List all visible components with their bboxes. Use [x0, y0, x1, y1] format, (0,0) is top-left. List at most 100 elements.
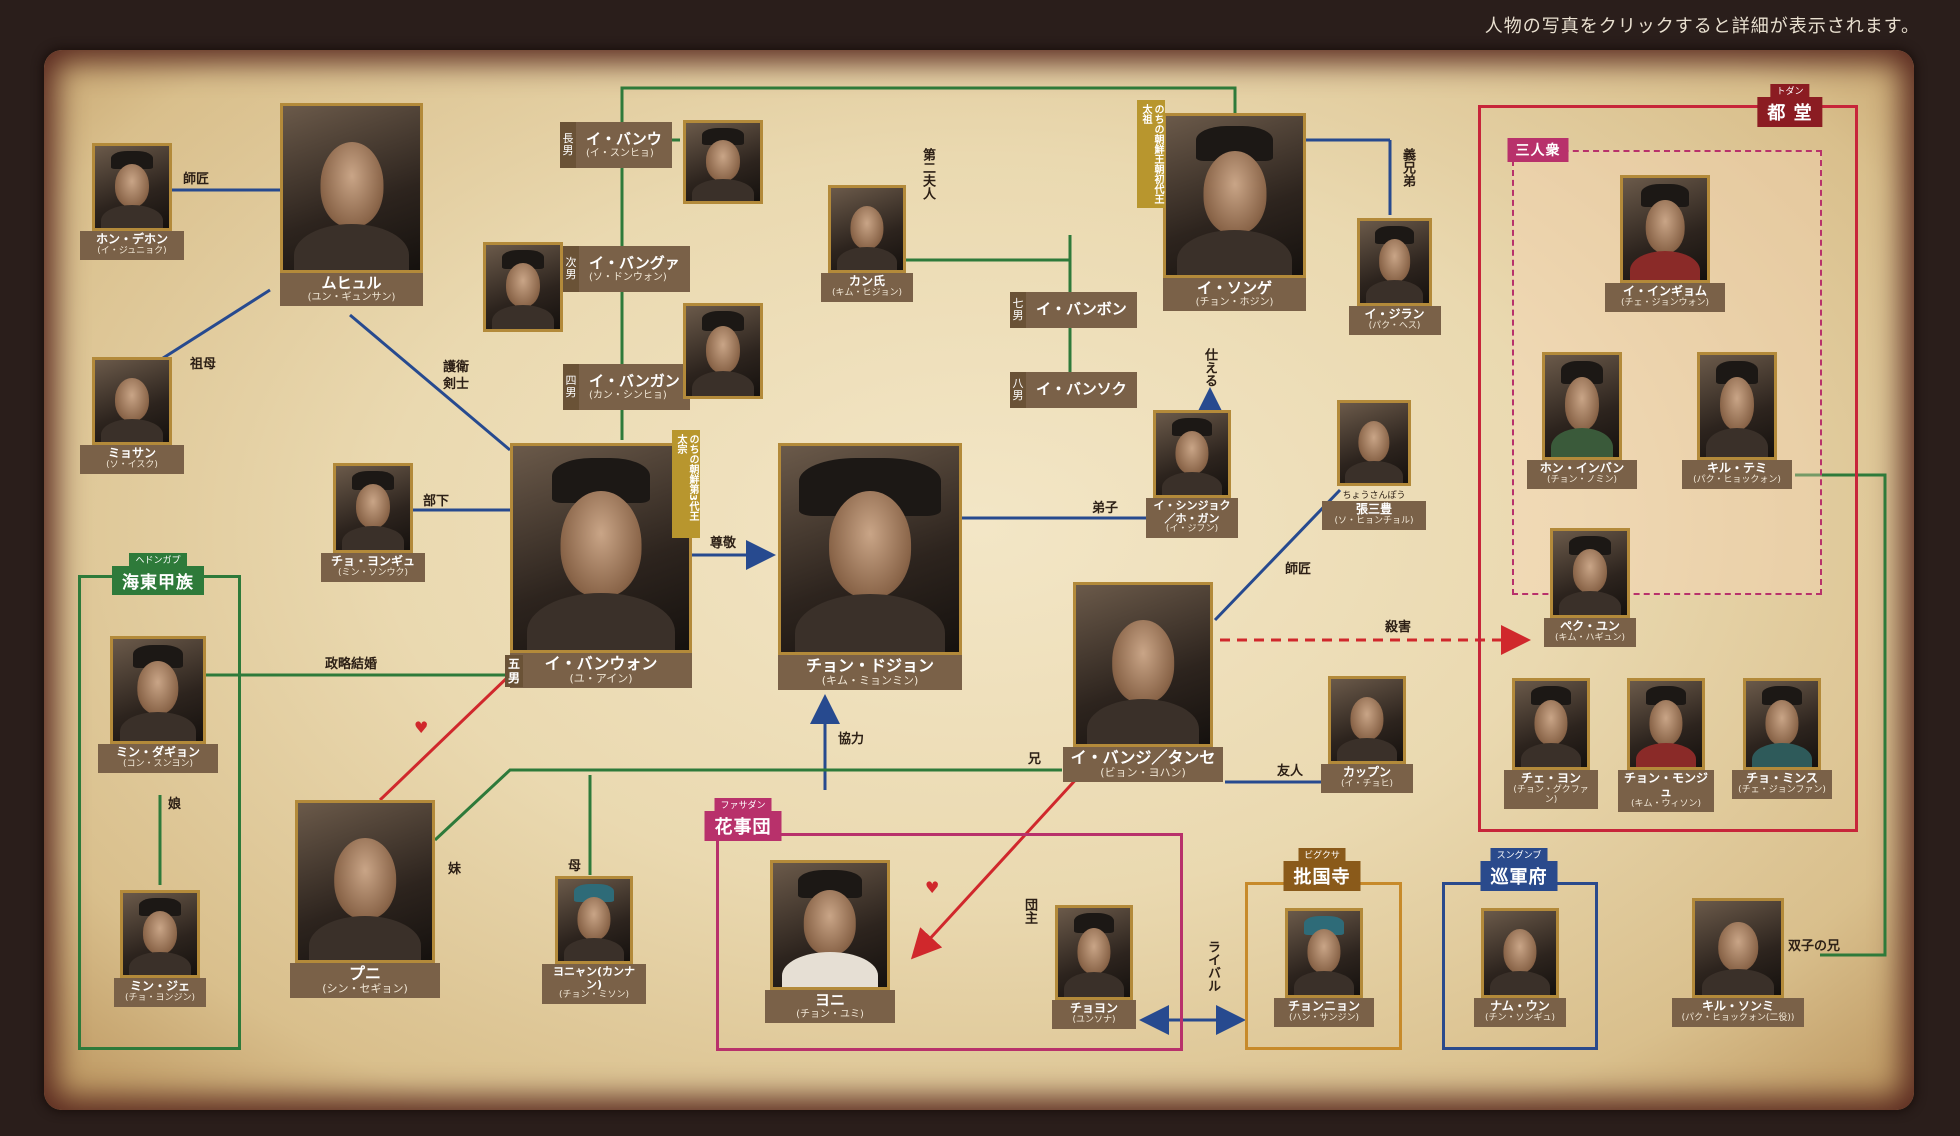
ord-yi-bangwon: 五男 — [505, 655, 523, 687]
photo-lady-kang[interactable] — [828, 185, 906, 273]
person-jeong-dojeon[interactable]: チョン・ドジョン(キム・ミョンミン) — [778, 443, 962, 691]
name-baek-yun: ペク・ユン — [1560, 619, 1620, 633]
photo-bunyi[interactable] — [295, 800, 435, 963]
person-yi-sinjeok[interactable]: イ・シンジョク／ホ・ガン(イ・ジフン) — [1146, 410, 1238, 539]
name-jeong-nyeon: チョンニョン — [1287, 999, 1360, 1013]
chip-yi-bangseok[interactable]: 八男 イ・バンソク — [1010, 372, 1137, 408]
name-jeong-mongju: チョン・モンジュ — [1623, 771, 1708, 799]
label-murder: 殺害 — [1385, 620, 1412, 635]
photo-yi-banggwa[interactable] — [483, 242, 563, 332]
person-bunyi[interactable]: プニ(シン・セギョン) — [290, 800, 440, 999]
person-jang-sampung[interactable]: ちょうさんぽう 張三豊(ソ・ヒョンチョル) — [1322, 400, 1426, 530]
photo-min-je[interactable] — [120, 890, 200, 978]
person-jo-minsu[interactable]: チョ・ミンス(チェ・ジョンファン) — [1732, 678, 1832, 799]
name-yi-sinjeok: イ・シンジョク／ホ・ガン — [1153, 499, 1231, 525]
photo-muhyul[interactable] — [280, 103, 423, 273]
person-yeonhee[interactable]: ヨニ(チョン・ユミ) — [765, 860, 895, 1024]
group-hwasadan-box — [716, 833, 1183, 1051]
group-sungunbu-label: スングンブ 巡軍府 — [1480, 848, 1558, 891]
person-baek-yun[interactable]: ペク・ユン(キム・ハギュン) — [1544, 528, 1636, 647]
photo-choyoung[interactable] — [1055, 905, 1133, 1000]
photo-yi-bangwoo[interactable] — [683, 120, 763, 204]
person-gil-sunmi[interactable]: キル・ソンミ(パク・ヒョックォン(二役)) — [1672, 898, 1804, 1027]
actor-baek-yun: (キム・ハギュン) — [1554, 632, 1626, 643]
actor-yi-ingyeom: (チェ・ジョンウォン) — [1620, 297, 1710, 308]
photo-gappun[interactable] — [1328, 676, 1406, 764]
person-min-je[interactable]: ミン・ジェ(チョ・ヨンジン) — [114, 890, 206, 1007]
name-nam-eun: ナム・ウン — [1490, 999, 1550, 1013]
group-bigguksa-label: ビグクサ 批国寺 — [1283, 848, 1361, 891]
actor-muhyul: (ユン・ギュンサン) — [307, 292, 396, 304]
photo-min-dagyeong[interactable] — [110, 636, 206, 744]
actor-bunyi: (シン・セギョン) — [322, 982, 408, 996]
photo-cho-younggyu[interactable] — [333, 463, 413, 553]
label-master: 師匠 — [183, 172, 210, 187]
person-hong-inbang[interactable]: ホン・インバン(チョン・ノミン) — [1527, 352, 1637, 489]
photo-jeong-dojeon[interactable] — [778, 443, 962, 655]
chip-yi-bangwoo[interactable]: 長男 イ・バンウ(イ・スンヒョ) — [560, 122, 672, 168]
photo-jang-sampung[interactable] — [1337, 400, 1411, 486]
chip-yi-banggwa[interactable]: 次男 イ・バングァ(ソ・ドンウォン) — [563, 246, 690, 292]
person-yi-seonggye[interactable]: イ・ソンゲ(チョン・ホジン) — [1163, 113, 1306, 312]
photo-hong-inbang[interactable] — [1542, 352, 1622, 460]
person-myosan[interactable]: ミョサン(ソ・イスク) — [80, 357, 184, 474]
photo-hon-dehon[interactable] — [92, 143, 172, 231]
person-nam-eun[interactable]: ナム・ウン(チン・ソンギュ) — [1474, 908, 1566, 1027]
name-yi-ingyeom: イ・インギョム — [1622, 284, 1707, 298]
person-muhyul[interactable]: ムヒュル(ユン・ギュンサン) — [280, 103, 423, 307]
name-yi-bangwoo: イ・バンウ — [586, 129, 662, 148]
photo-yi-seonggye[interactable] — [1163, 113, 1306, 278]
photo-jeong-nyeon[interactable] — [1285, 908, 1363, 998]
label-cooperation: 協力 — [838, 732, 865, 747]
photo-gil-taemi[interactable] — [1697, 352, 1777, 460]
person-choyoung[interactable]: チョヨン(ユンソナ) — [1052, 905, 1136, 1029]
photo-jeong-mongju[interactable] — [1627, 678, 1705, 770]
person-choe-yeong[interactable]: チェ・ヨン(チョン・グクファン) — [1504, 678, 1598, 809]
actor-hong-inbang: (チョン・ノミン) — [1546, 474, 1618, 485]
photo-gil-sunmi[interactable] — [1692, 898, 1784, 998]
person-jeong-nyeon[interactable]: チョンニョン(ハン・サンジン) — [1274, 908, 1374, 1027]
photo-nam-eun[interactable] — [1481, 908, 1559, 998]
photo-yeonhyang[interactable] — [555, 876, 633, 964]
name-hon-dehon: ホン・デホン — [95, 232, 168, 246]
photo-myosan[interactable] — [92, 357, 172, 445]
heart-icon: ♥ — [414, 718, 429, 737]
person-hon-dehon[interactable]: ホン・デホン(イ・ジュニョク) — [80, 143, 184, 260]
person-min-dagyeong[interactable]: ミン・ダギョン(コン・スンヨン) — [98, 636, 218, 773]
photo-jo-minsu[interactable] — [1743, 678, 1821, 770]
person-yi-bangwon[interactable]: イ・バンウォン(ユ・アイン) — [510, 443, 692, 689]
person-gil-taemi[interactable]: キル・テミ(パク・ヒョックォン) — [1682, 352, 1792, 489]
actor-myosan: (ソ・イスク) — [106, 459, 158, 470]
photo-choe-yeong[interactable] — [1512, 678, 1590, 770]
chip-yi-banggan[interactable]: 四男 イ・バンガン(カン・シンヒョ) — [563, 364, 690, 410]
label-grandmother: 祖母 — [190, 357, 217, 372]
name-yi-seonggye: イ・ソンゲ — [1196, 279, 1272, 297]
person-yi-ingyeom[interactable]: イ・インギョム(チェ・ジョンウォン) — [1605, 175, 1725, 312]
actor-gil-taemi: (パク・ヒョックォン) — [1693, 474, 1781, 485]
photo-yi-sinjeok[interactable] — [1153, 410, 1231, 498]
photo-baek-yun[interactable] — [1550, 528, 1630, 618]
person-gappun[interactable]: カップン(イ・チョヒ) — [1321, 676, 1413, 793]
photo-yi-jiran[interactable] — [1357, 218, 1432, 306]
name-gil-sunmi: キル・ソンミ — [1701, 999, 1774, 1013]
actor-jeong-dojeon: (キム・ミョンミン) — [821, 674, 919, 688]
photo-yi-ingyeom[interactable] — [1620, 175, 1710, 283]
label-second-wife: 第二夫人 — [920, 148, 935, 200]
photo-yeonhee[interactable] — [770, 860, 890, 990]
label-respect: 尊敬 — [710, 536, 737, 551]
person-yi-jiran[interactable]: イ・ジラン(パク・ヘス) — [1348, 218, 1441, 335]
label-mother: 母 — [568, 859, 582, 874]
person-yi-bangji[interactable]: イ・バンジ／タンセ(ビョン・ヨハン) — [1063, 582, 1223, 783]
person-yeonhyang[interactable]: ヨニャン(カンナン)(チョン・ミソン) — [542, 876, 646, 1005]
person-jeong-mongju[interactable]: チョン・モンジュ(キム・ウィソン) — [1618, 678, 1714, 813]
person-cho-younggyu[interactable]: チョ・ヨンギュ(ミン・ソンウク) — [321, 463, 425, 582]
photo-yi-banggan[interactable] — [683, 303, 763, 399]
actor-yi-jiran: (パク・ヘス) — [1368, 320, 1421, 331]
actor-choyoung: (ユンソナ) — [1072, 1014, 1116, 1025]
person-lady-kang[interactable]: カン氏(キム・ヒジョン) — [821, 185, 913, 302]
photo-yi-bangji[interactable] — [1073, 582, 1213, 747]
actor-yi-banggan: (カン・シンヒョ) — [589, 390, 667, 402]
label-political-marriage: 政略結婚 — [325, 657, 378, 672]
photo-yi-bangwon[interactable] — [510, 443, 692, 653]
chip-yi-bangbeon[interactable]: 七男 イ・バンボン — [1010, 292, 1137, 328]
